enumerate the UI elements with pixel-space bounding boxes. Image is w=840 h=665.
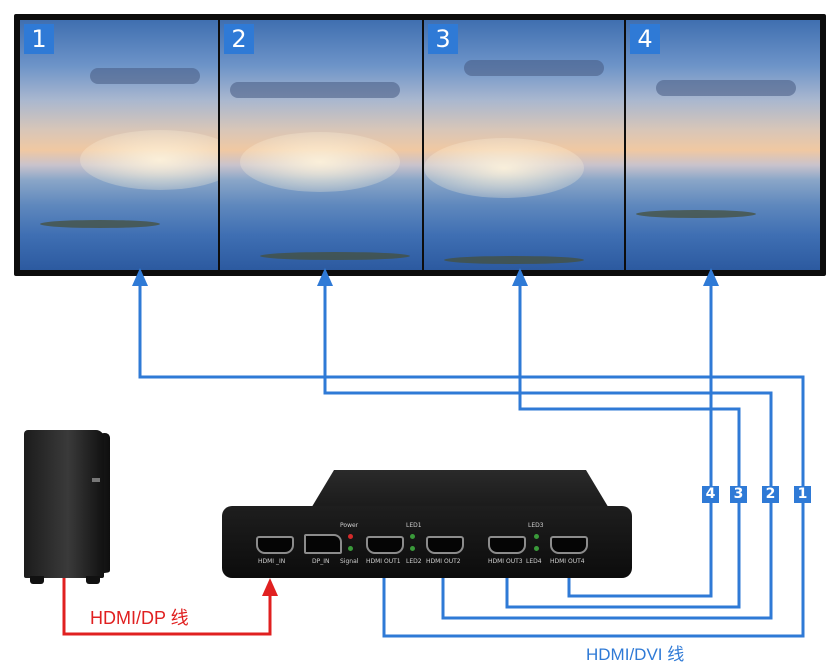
arrow-screen-2	[317, 268, 333, 286]
pc-tower	[24, 430, 114, 585]
arrow-screen-1	[132, 268, 148, 286]
pc-front-panel	[24, 430, 104, 578]
screen-1-badge: 1	[24, 24, 54, 54]
cable-screen-4	[567, 276, 713, 598]
cable-screen-3	[505, 276, 741, 609]
hdmi-out1-label: HDMI OUT1	[366, 558, 401, 565]
signal-label: Signal	[340, 558, 359, 565]
input-cable-caption: HDMI/DP 线	[90, 608, 189, 628]
island	[40, 220, 160, 228]
screen-4: 4	[626, 20, 820, 270]
led2-label: LED2	[406, 558, 422, 565]
hdmi-out3-port	[488, 536, 526, 554]
island	[636, 210, 756, 218]
island	[444, 256, 584, 264]
sun-glow	[240, 132, 400, 192]
screen-2-badge: 2	[224, 24, 254, 54]
led1	[410, 534, 415, 539]
power-label: Power	[340, 522, 359, 529]
led2	[410, 546, 415, 551]
cable-tag-4: 4	[702, 486, 719, 503]
sun-glow	[80, 130, 218, 190]
screen-3: 3	[424, 20, 624, 270]
hdmi-splitter: Power Signal LED1 LED2 LED3 LED4 HDMI _I…	[222, 470, 632, 578]
screen-1: 1	[20, 20, 218, 270]
hdmi-out1-port	[366, 536, 404, 554]
sun-glow	[424, 138, 584, 198]
screen-2: 2	[220, 20, 422, 270]
cable-tag-3: 3	[730, 486, 747, 503]
output-cable-caption: HDMI/DVI 线	[586, 645, 685, 664]
island	[260, 252, 410, 260]
dp-in-port	[304, 534, 342, 554]
cable-screen-1	[138, 276, 805, 638]
screen-4-badge: 4	[630, 24, 660, 54]
pc-foot	[86, 576, 100, 584]
cloud	[464, 60, 604, 76]
hdmi-out4-port	[550, 536, 588, 554]
led3	[534, 534, 539, 539]
hdmi-out3-label: HDMI OUT3	[488, 558, 523, 565]
pc-usb-port	[92, 478, 100, 482]
cloud	[90, 68, 200, 84]
cable-input	[62, 578, 272, 636]
cloud	[656, 80, 796, 96]
arrow-screen-4	[703, 268, 719, 286]
signal-led	[348, 546, 353, 551]
hdmi-in-label: HDMI _IN	[258, 558, 286, 565]
dp-in-label: DP_IN	[312, 558, 330, 565]
hdmi-out4-label: HDMI OUT4	[550, 558, 585, 565]
screen-3-badge: 3	[428, 24, 458, 54]
splitter-top	[310, 470, 610, 510]
video-wall: 1 2 3 4	[14, 14, 826, 276]
hdmi-in-port	[256, 536, 294, 554]
led4	[534, 546, 539, 551]
cable-screen-2	[323, 276, 773, 620]
led3-label: LED3	[528, 522, 544, 529]
arrow-input	[262, 578, 278, 596]
cable-tag-2: 2	[762, 486, 779, 503]
led4-label: LED4	[526, 558, 542, 565]
power-led	[348, 534, 353, 539]
arrow-screen-3	[512, 268, 528, 286]
hdmi-out2-label: HDMI OUT2	[426, 558, 461, 565]
led1-label: LED1	[406, 522, 422, 529]
cloud	[230, 82, 400, 98]
hdmi-out2-port	[426, 536, 464, 554]
cable-tag-1: 1	[794, 486, 811, 503]
pc-foot	[30, 576, 44, 584]
